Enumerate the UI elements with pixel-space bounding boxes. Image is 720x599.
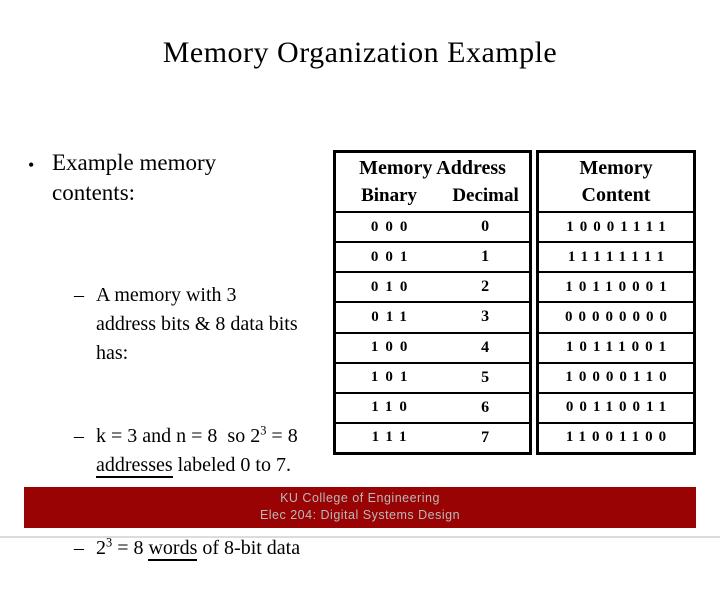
table-row: 11001100 [539,421,693,452]
decimal-column-header: Decimal [452,185,519,206]
footer-bar: KU College of Engineering Elec 204: Digi… [24,487,696,528]
main-bullet-text: Example memory contents: [52,150,217,205]
text-segment: of 8-bit data [197,537,301,559]
content-table: Memory Content 10001111 11111111 10110001 0… [536,150,696,455]
underlined-word: words [148,537,198,561]
content-cell: 10111001 [565,339,673,356]
content-header-line2: Content [581,184,651,206]
binary-cell: 101 [370,369,415,386]
sub-bullet-text: 23 = 8 words of 8-bit data [96,534,350,563]
table-row: 010 2 [336,271,529,301]
main-bullet: • Example memory contents: [28,148,350,208]
content-cell: 00110011 [565,399,673,416]
decimal-cell: 6 [481,398,491,416]
binary-cell: 110 [371,399,414,416]
address-column-headers: Binary Decimal [336,182,529,209]
binary-cell: 111 [371,429,414,446]
table-row: 100 4 [336,331,529,362]
table-row: 11111111 [539,241,693,271]
sub-bullet-words: –23 = 8 words of 8-bit data [74,534,350,563]
table-row: 111 7 [336,421,529,452]
content-table-header: Memory Content [539,153,693,213]
table-row: 101 5 [336,361,529,392]
text-segment: k = 3 and n = 8 so 2 [96,425,261,447]
decimal-cell: 3 [481,308,491,326]
text-segment: = 8 [112,537,149,559]
content-cell: 10001111 [566,218,672,235]
decimal-cell: 1 [481,248,491,266]
binary-cell: 001 [370,248,415,265]
binary-cell: 010 [370,278,415,295]
address-table-header: Memory Address Binary Decimal [336,153,529,213]
decimal-cell: 0 [481,218,491,236]
table-row: 10111001 [539,331,693,362]
table-row: 110 6 [336,391,529,422]
slide-bottom-edge [0,536,720,538]
table-row: 011 3 [336,301,529,331]
decimal-cell: 5 [481,368,491,386]
content-cell: 10000110 [565,369,673,386]
decimal-cell: 2 [481,278,491,296]
content-header-line1: Memory [579,157,653,179]
text-segment: 2 [96,537,106,559]
binary-cell: 000 [370,218,415,235]
dash-marker: – [74,284,84,306]
decimal-cell: 7 [481,428,491,446]
text-segment: labeled 0 to 7. [172,454,291,476]
table-row: 00000000 [539,301,693,331]
slide: Memory Organization Example • Example mem… [0,36,720,561]
superscript: 3 [260,423,267,438]
sub-bullet-addresses: –k = 3 and n = 8 so 23 = 8 addresses lab… [74,422,350,480]
table-row: 10110001 [539,271,693,301]
slide-title: Memory Organization Example [162,36,558,69]
binary-cell: 011 [371,308,414,325]
content-rows: 10001111 11111111 10110001 00000000 10111001… [539,213,693,452]
content-cell: 11111111 [567,248,671,265]
sub-bullet-text: A memory with 3 address bits & 8 data bi… [96,284,298,364]
address-header-title: Memory Address [359,157,506,179]
footer-line2: Elec 204: Digital Systems Design [259,508,461,522]
bullet-marker: • [28,155,35,175]
dash-marker: – [74,537,84,559]
text-segment: = 8 [271,425,298,447]
underlined-word: addresses [96,454,173,478]
sub-bullet-text: k = 3 and n = 8 so 23 = 8 addresses labe… [96,422,350,480]
sub-bullet-memory-bits: –A memory with 3 address bits & 8 data b… [74,281,350,368]
footer-line1: KU College of Engineering [280,491,440,505]
content-cell: 10110001 [565,278,673,295]
binary-column-header: Binary [361,185,418,206]
table-row: 10000110 [539,361,693,392]
dash-marker: – [74,425,84,447]
table-row: 001 1 [336,241,529,271]
decimal-cell: 4 [481,338,491,356]
table-row: 00110011 [539,391,693,422]
binary-cell: 100 [370,339,415,356]
table-row: 10001111 [539,213,693,241]
content-cell: 00000000 [565,308,673,325]
content-cell: 11001100 [565,429,673,446]
